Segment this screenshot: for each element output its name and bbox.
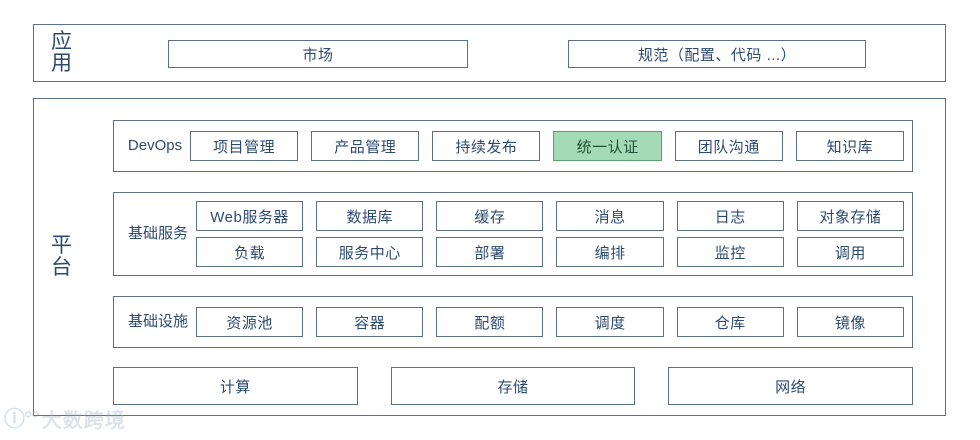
devops-item-product-management[interactable]: 产品管理 <box>311 131 420 161</box>
base-service-item-deploy[interactable]: 部署 <box>436 237 544 267</box>
base-resources-row: 计算 存储 网络 <box>113 367 913 405</box>
base-service-item-cache[interactable]: 缓存 <box>436 201 544 231</box>
base-resource-network[interactable]: 网络 <box>668 367 913 405</box>
group-base-service-items: Web服务器 数据库 缓存 消息 日志 对象存储 负载 服务中心 部署 编排 监… <box>196 201 904 267</box>
application-box-spec[interactable]: 规范（配置、代码 ...） <box>568 40 866 68</box>
application-box-market[interactable]: 市场 <box>168 40 468 68</box>
base-service-item-web-server[interactable]: Web服务器 <box>196 201 304 231</box>
base-service-item-load-balance[interactable]: 负载 <box>196 237 304 267</box>
base-resource-compute[interactable]: 计算 <box>113 367 358 405</box>
base-service-item-service-center[interactable]: 服务中心 <box>316 237 424 267</box>
devops-item-team-communication[interactable]: 团队沟通 <box>674 131 783 161</box>
infrastructure-item-resource-pool[interactable]: 资源池 <box>196 307 304 337</box>
group-base-service-label: 基础服务 <box>127 225 188 243</box>
group-infrastructure-items: 资源池 容器 配额 调度 仓库 镜像 <box>196 307 904 337</box>
group-infrastructure: 基础设施 资源池 容器 配额 调度 仓库 镜像 <box>113 296 913 348</box>
group-devops: DevOps 项目管理 产品管理 持续发布 统一认证 团队沟通 知识库 <box>113 120 913 172</box>
base-resource-storage[interactable]: 存储 <box>390 367 636 405</box>
base-service-item-object-storage[interactable]: 对象存储 <box>796 201 904 231</box>
base-service-item-message[interactable]: 消息 <box>556 201 664 231</box>
infrastructure-item-container[interactable]: 容器 <box>316 307 424 337</box>
group-infrastructure-label: 基础设施 <box>127 313 188 331</box>
group-base-service: 基础服务 Web服务器 数据库 缓存 消息 日志 对象存储 负载 服务中心 部署… <box>113 192 913 276</box>
base-service-item-invocation[interactable]: 调用 <box>796 237 904 267</box>
devops-item-continuous-delivery[interactable]: 持续发布 <box>432 131 541 161</box>
devops-item-unified-auth[interactable]: 统一认证 <box>553 131 662 161</box>
infrastructure-item-scheduling[interactable]: 调度 <box>556 307 664 337</box>
devops-item-knowledge-base[interactable]: 知识库 <box>795 131 904 161</box>
base-service-item-monitoring[interactable]: 监控 <box>676 237 784 267</box>
base-service-item-database[interactable]: 数据库 <box>316 201 424 231</box>
infrastructure-item-quota[interactable]: 配额 <box>436 307 544 337</box>
infrastructure-item-repository[interactable]: 仓库 <box>676 307 784 337</box>
infrastructure-item-image[interactable]: 镜像 <box>796 307 904 337</box>
application-layer-label: 应用 <box>51 30 73 76</box>
devops-item-project-management[interactable]: 项目管理 <box>190 131 299 161</box>
group-devops-items: 项目管理 产品管理 持续发布 统一认证 团队沟通 知识库 <box>190 131 904 161</box>
group-devops-label: DevOps <box>127 137 183 155</box>
platform-layer-label: 平台 <box>51 234 73 280</box>
base-service-item-orchestration[interactable]: 编排 <box>556 237 664 267</box>
base-service-item-log[interactable]: 日志 <box>676 201 784 231</box>
